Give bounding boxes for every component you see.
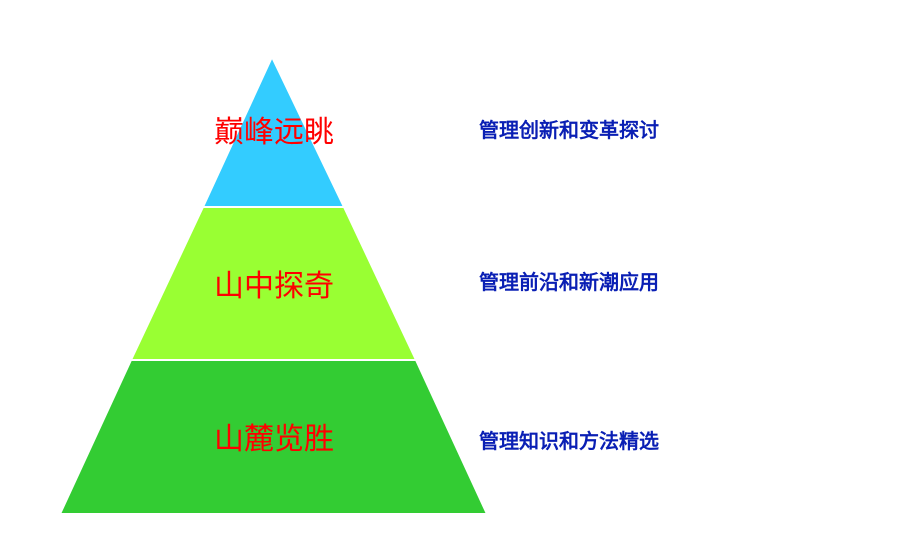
tier-description-bottom: 管理知识和方法精选 — [479, 429, 659, 453]
pyramid-tier-bottom — [58, 359, 489, 515]
tier-description-middle: 管理前沿和新潮应用 — [479, 270, 659, 294]
tier-label-middle: 山中探奇 — [214, 269, 334, 304]
tier-description-top: 管理创新和变革探讨 — [479, 118, 659, 142]
tier-label-bottom: 山麓览胜 — [214, 422, 334, 457]
tier-label-top: 巅峰远眺 — [214, 115, 334, 150]
